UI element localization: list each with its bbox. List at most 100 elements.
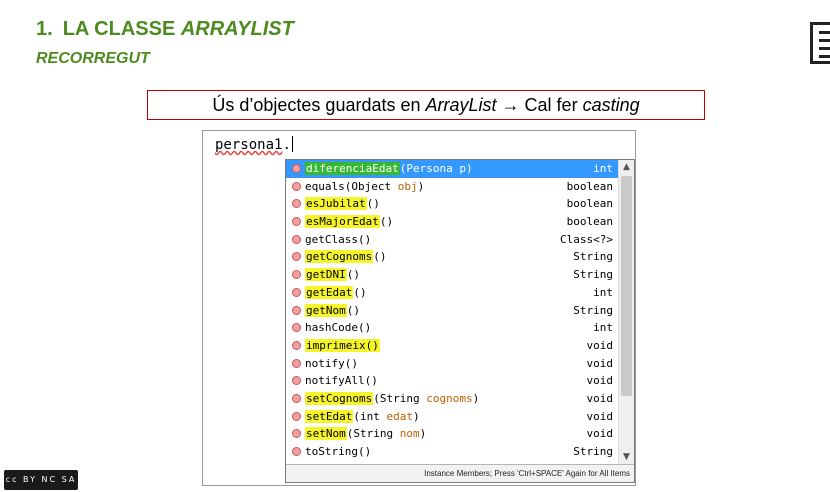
method-match: getEdat (305, 285, 354, 299)
method-text: ) (419, 427, 427, 441)
autocomplete-item[interactable]: setEdat(int edat) void (286, 408, 619, 426)
method-param: obj (397, 179, 418, 193)
method-icon (292, 199, 301, 209)
title-italic: ARRAYLIST (180, 18, 294, 40)
scroll-down-icon[interactable]: ▼ (623, 452, 630, 462)
slide-title: 1.LA CLASSE ARRAYLIST (36, 18, 294, 41)
method-match: esJubilat (305, 197, 367, 211)
method-icon (292, 323, 301, 333)
creative-commons-badge: cc BY NC SA (4, 470, 78, 490)
autocomplete-item[interactable]: getNom() String (286, 302, 619, 320)
method-signature: getDNI() (305, 266, 360, 284)
scroll-thumb[interactable] (621, 176, 632, 396)
return-type: boolean (566, 215, 613, 229)
autocomplete-list[interactable]: diferenciaEdat(Persona p) int equals(Objec… (286, 160, 619, 461)
autocomplete-popup[interactable]: diferenciaEdat(Persona p) int equals(Objec… (285, 159, 635, 483)
method-icon (292, 358, 301, 368)
autocomplete-item[interactable]: equals(Object obj) boolean (286, 178, 619, 196)
method-signature: esMajorEdat() (305, 213, 393, 231)
return-type: boolean (566, 179, 613, 193)
return-type: String (573, 303, 613, 317)
method-match: esMajorEdat (305, 215, 380, 229)
method-icon (292, 411, 301, 421)
scroll-up-icon[interactable]: ▲ (623, 162, 630, 172)
method-text: () (366, 197, 380, 211)
autocomplete-item[interactable]: notify()void (286, 355, 619, 373)
method-icon (292, 340, 301, 350)
autocomplete-item[interactable]: notifyAll() void (286, 372, 619, 390)
scrollbar[interactable]: ▲ ▼ (618, 160, 634, 464)
method-icon (292, 376, 301, 386)
method-text: equals(Object (305, 179, 398, 193)
return-type: int (593, 162, 613, 175)
return-type: Class<?> (560, 232, 613, 246)
slide-subtitle: RECORREGUT (36, 50, 150, 67)
method-icon (292, 429, 301, 439)
method-match: setNom (305, 427, 347, 441)
method-text: () (346, 303, 360, 317)
method-icon (292, 305, 301, 315)
method-text: ) (417, 179, 425, 193)
autocomplete-item[interactable]: esMajorEdat() boolean (286, 213, 619, 231)
method-text: () (379, 215, 394, 229)
code-editor[interactable]: persona1. diferenciaEdat(Persona p) int eq… (202, 130, 636, 486)
return-type: void (586, 374, 614, 388)
method-signature: getCognoms() (305, 248, 386, 266)
return-type: void (586, 391, 614, 405)
return-type: int (593, 285, 613, 299)
method-param: edat (386, 409, 413, 423)
method-text: () (353, 285, 367, 299)
method-text: getClass() (305, 232, 372, 246)
method-text: () (346, 268, 360, 282)
autocomplete-item[interactable]: setNom(String nom) void (286, 425, 619, 443)
method-text: (int (353, 409, 387, 423)
method-icon (292, 270, 301, 280)
autocomplete-status: Instance Members; Press 'Ctrl+SPACE' Aga… (286, 464, 634, 482)
return-type: String (573, 445, 613, 458)
return-type: void (586, 338, 614, 352)
method-signature: esJubilat() (305, 195, 380, 213)
method-signature: setNom(String nom) (305, 425, 426, 443)
autocomplete-item[interactable]: diferenciaEdat(Persona p) int (286, 160, 619, 178)
method-signature: getNom() (305, 302, 360, 320)
autocomplete-item[interactable]: toString() String (286, 443, 619, 461)
return-type: void (586, 427, 614, 441)
method-icon (292, 287, 301, 297)
autocomplete-item[interactable]: getCognoms()String (286, 248, 619, 266)
return-type: void (586, 409, 614, 423)
autocomplete-item[interactable]: esJubilat()boolean (286, 195, 619, 213)
method-match: setCognoms (305, 391, 374, 405)
caption-part2: ArrayList (425, 95, 497, 115)
method-match: diferenciaEdat (305, 162, 400, 175)
caption-part4: casting (582, 95, 640, 115)
arrow-icon: → (501, 95, 520, 115)
method-icon (292, 181, 301, 191)
code-variable: persona1 (215, 137, 283, 153)
method-text: notify() (305, 356, 358, 370)
method-signature: diferenciaEdat(Persona p) (305, 160, 473, 178)
method-text: () (373, 250, 387, 264)
autocomplete-item[interactable]: getDNI()String (286, 266, 619, 284)
autocomplete-item[interactable]: hashCode()int (286, 319, 619, 337)
method-icon (292, 164, 301, 173)
caption-part1: Ús d’objectes guardats en (212, 95, 426, 115)
method-signature: getEdat() (305, 284, 367, 302)
method-signature: notify() (305, 355, 358, 373)
autocomplete-item[interactable]: getClass() Class<?> (286, 231, 619, 249)
autocomplete-item[interactable]: getEdat() int (286, 284, 619, 302)
method-signature: setEdat(int edat) (305, 408, 420, 426)
method-text: (Persona p) (399, 162, 473, 175)
method-icon (292, 252, 301, 262)
method-param: cognoms (426, 391, 473, 405)
title-main: LA CLASSE (62, 18, 181, 40)
method-param: nom (399, 427, 420, 441)
method-icon (292, 447, 301, 456)
method-text: notifyAll() (305, 374, 378, 388)
method-text: toString() (305, 445, 372, 458)
document-icon (810, 22, 830, 64)
code-line[interactable]: persona1. (215, 136, 293, 153)
autocomplete-item[interactable]: setCognoms(String cognoms)void (286, 390, 619, 408)
autocomplete-item[interactable]: imprimeix()void (286, 337, 619, 355)
method-text: ) (472, 391, 480, 405)
caption-box: Ús d’objectes guardats en ArrayList → Ca… (147, 90, 705, 120)
